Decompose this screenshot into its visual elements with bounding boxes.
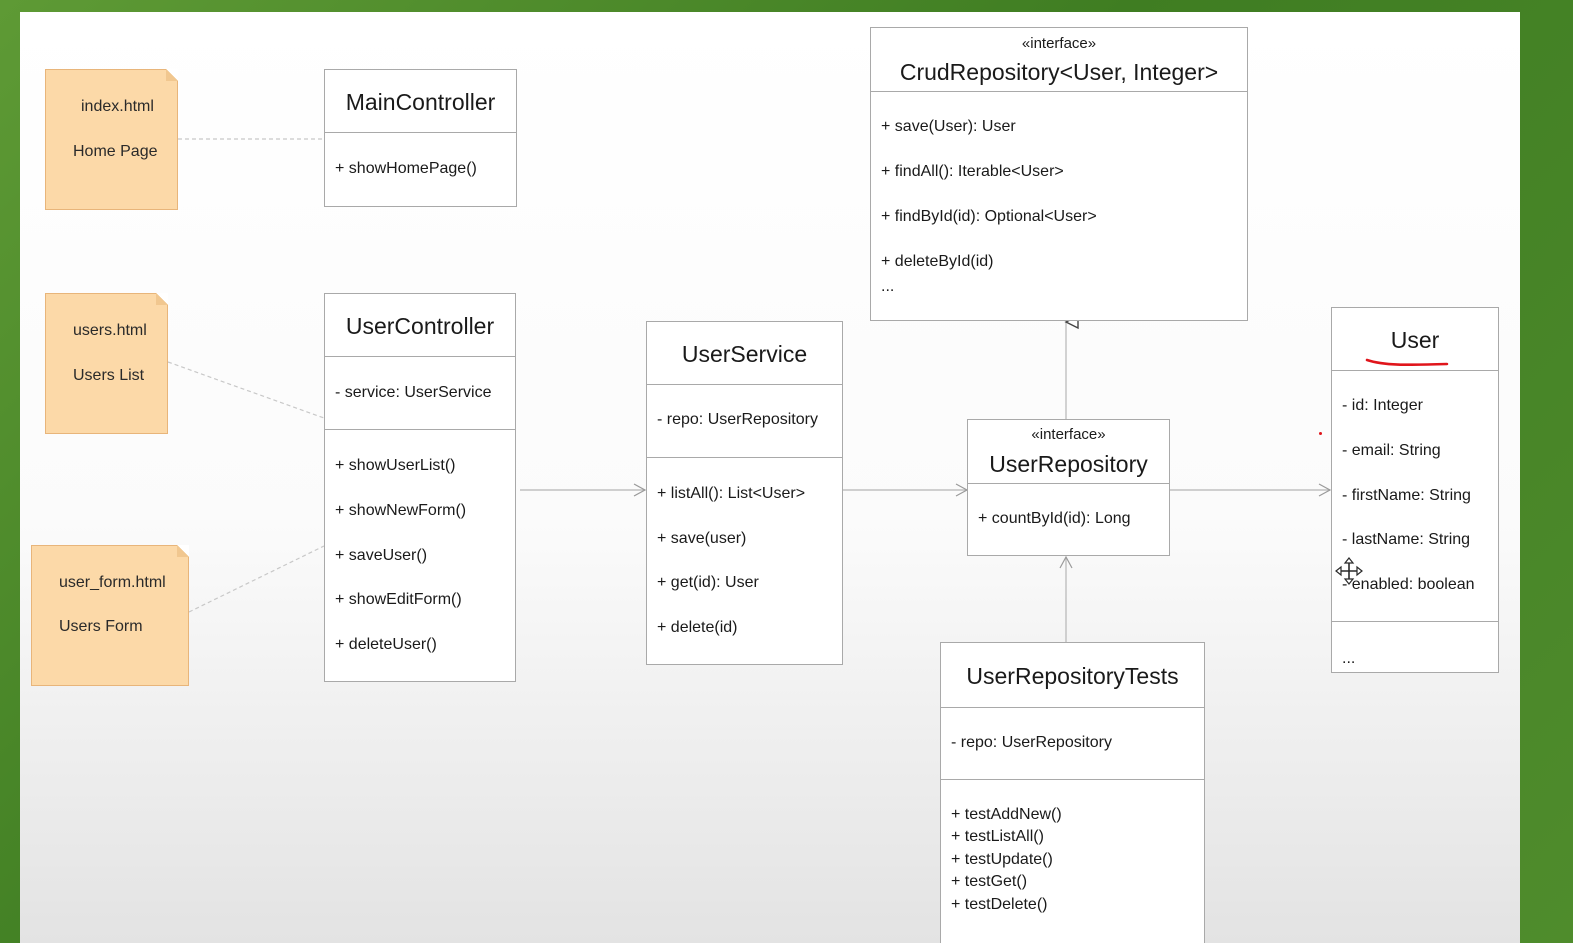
class-name: UserRepositoryTests	[966, 663, 1179, 689]
method: + findById(id): Optional<User>	[881, 208, 1097, 225]
attribute: - service: UserService	[335, 384, 492, 401]
note-file: user_form.html	[59, 574, 166, 591]
class-user-controller: UserController - service: UserService + …	[324, 293, 516, 682]
method: + listAll(): List<User>	[657, 485, 806, 502]
method: + save(User): User	[881, 118, 1016, 135]
class-name: UserRepository	[989, 451, 1148, 477]
attribute: - firstName: String	[1342, 487, 1471, 504]
attribute: - enabled: boolean	[1342, 576, 1475, 593]
class-name: User	[1390, 327, 1440, 353]
class-user: User - id: Integer - email: String - fir…	[1331, 307, 1499, 673]
class-name: CrudRepository<User, Integer>	[899, 59, 1219, 85]
class-name: UserService	[681, 341, 808, 367]
interface-crud-repository: «interface» CrudRepository<User, Integer…	[870, 27, 1248, 321]
red-dot-annotation	[1319, 432, 1322, 435]
method: + showUserList()	[335, 457, 456, 474]
method: + get(id): User	[657, 574, 759, 591]
class-name: MainController	[345, 89, 496, 115]
method-ellipsis: ...	[881, 278, 895, 295]
interface-user-repository: «interface» UserRepository + countById(i…	[967, 419, 1170, 556]
method: + saveUser()	[335, 547, 428, 564]
note-file: index.html	[81, 98, 154, 115]
method: + deleteUser()	[335, 636, 437, 653]
method: + showHomePage()	[335, 160, 477, 177]
class-main-controller: MainController + showHomePage()	[324, 69, 517, 207]
attribute: - email: String	[1342, 442, 1441, 459]
method: + testDelete()	[951, 896, 1048, 913]
method: + findAll(): Iterable<User>	[881, 163, 1064, 180]
note-label: Users List	[73, 367, 145, 384]
method: + testUpdate()	[951, 851, 1053, 868]
attribute: - lastName: String	[1342, 531, 1471, 548]
method: + testGet()	[951, 873, 1028, 890]
class-user-repository-tests: UserRepositoryTests - repo: UserReposito…	[940, 642, 1205, 943]
class-user-service: UserService - repo: UserRepository + lis…	[646, 321, 843, 665]
stereotype: «interface»	[1031, 426, 1106, 443]
method: + deleteById(id)	[881, 253, 994, 270]
method: + countById(id): Long	[978, 510, 1131, 527]
attribute: - id: Integer	[1342, 397, 1423, 414]
class-name: UserController	[345, 313, 495, 339]
note-users-html: users.html Users List	[45, 293, 168, 434]
note-file: users.html	[73, 322, 147, 339]
note-user-form-html: user_form.html Users Form	[31, 545, 189, 686]
red-underline-annotation	[1365, 358, 1449, 367]
method: + testAddNew()	[951, 806, 1062, 823]
method: + delete(id)	[657, 619, 738, 636]
stereotype: «interface»	[1021, 35, 1097, 52]
move-cursor-icon	[1335, 557, 1363, 585]
attribute: - repo: UserRepository	[657, 411, 818, 428]
method: + showNewForm()	[335, 502, 467, 519]
note-index-html: index.html Home Page	[45, 69, 178, 210]
attribute: - repo: UserRepository	[951, 734, 1112, 751]
method-ellipsis: ...	[1342, 650, 1356, 667]
method: + showEditForm()	[335, 591, 462, 608]
method: + save(user)	[657, 530, 747, 547]
note-label: Users Form	[59, 618, 143, 635]
note-label: Home Page	[73, 143, 158, 160]
method: + testListAll()	[951, 828, 1044, 845]
